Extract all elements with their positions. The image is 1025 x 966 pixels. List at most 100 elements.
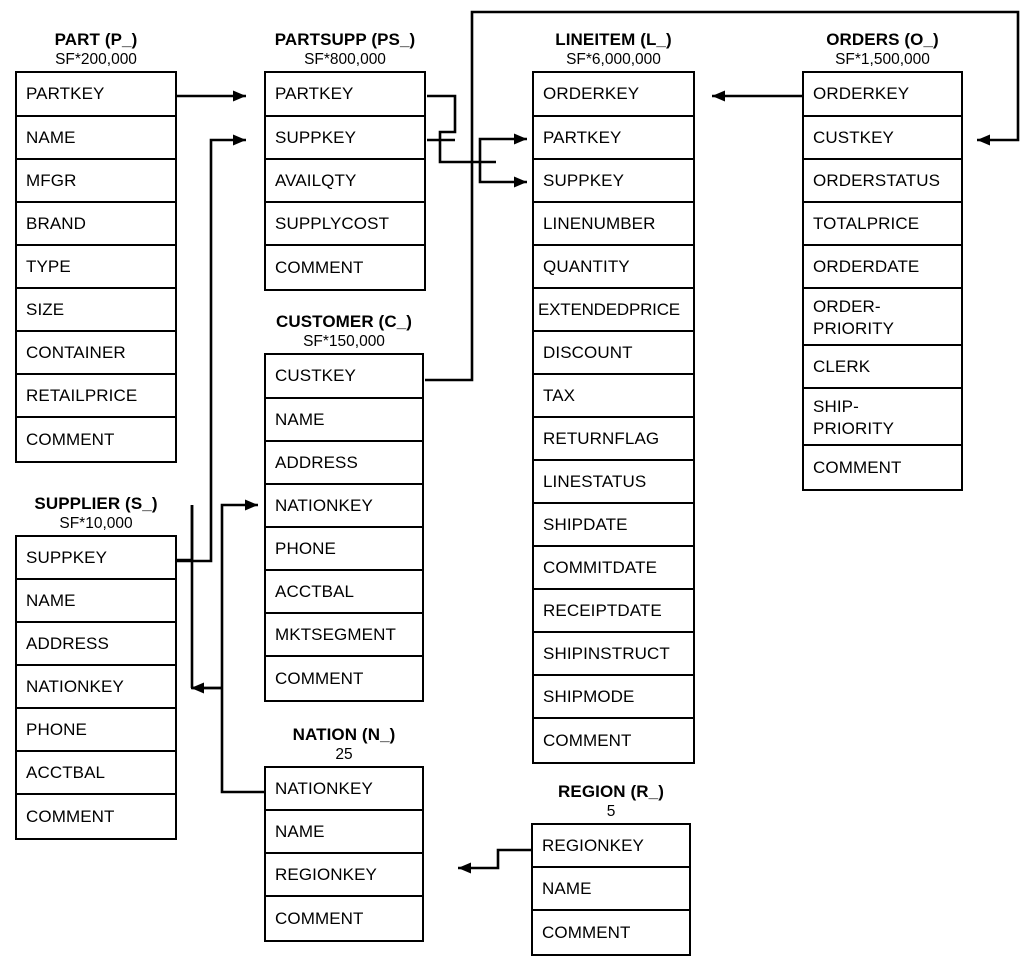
field-lineitem-quantity: QUANTITY <box>534 246 693 289</box>
entity-nation-box: NATIONKEY NAME REGIONKEY COMMENT <box>264 766 424 942</box>
field-customer-acctbal: ACCTBAL <box>266 571 422 614</box>
entity-orders: ORDERS (O_) SF*1,500,000 ORDERKEY CUSTKE… <box>802 30 963 491</box>
field-orders-orderkey: ORDERKEY <box>804 73 961 117</box>
entity-nation-title: NATION (N_) <box>292 725 396 744</box>
field-orders-orderpriority-line2: PRIORITY <box>813 319 895 338</box>
field-lineitem-partkey: PARTKEY <box>534 117 693 160</box>
field-lineitem-commitdate: COMMITDATE <box>534 547 693 590</box>
field-part-type: TYPE <box>17 246 175 289</box>
field-lineitem-receiptdate: RECEIPTDATE <box>534 590 693 633</box>
entity-partsupp-box: PARTKEY SUPPKEY AVAILQTY SUPPLYCOST COMM… <box>264 71 426 291</box>
entity-lineitem-cardinality: SF*6,000,000 <box>566 51 661 68</box>
field-lineitem-returnflag: RETURNFLAG <box>534 418 693 461</box>
field-nation-nationkey: NATIONKEY <box>266 768 422 811</box>
field-partsupp-comment: COMMENT <box>266 246 424 289</box>
field-part-name: NAME <box>17 117 175 160</box>
field-orders-custkey: CUSTKEY <box>804 117 961 160</box>
field-part-brand: BRAND <box>17 203 175 246</box>
field-lineitem-discount: DISCOUNT <box>534 332 693 375</box>
field-orders-shippriority: SHIP- PRIORITY <box>804 389 961 446</box>
entity-supplier-box: SUPPKEY NAME ADDRESS NATIONKEY PHONE ACC… <box>15 535 177 840</box>
field-lineitem-comment: COMMENT <box>534 719 693 762</box>
entity-part-title: PART (P_) <box>54 30 138 49</box>
entity-orders-cardinality: SF*1,500,000 <box>835 51 930 68</box>
field-partsupp-partkey: PARTKEY <box>266 73 424 117</box>
entity-region-box: REGIONKEY NAME COMMENT <box>531 823 691 956</box>
entity-part-box: PARTKEY NAME MFGR BRAND TYPE SIZE CONTAI… <box>15 71 177 463</box>
field-orders-orderpriority-line1: ORDER- <box>813 297 881 316</box>
field-lineitem-tax: TAX <box>534 375 693 418</box>
field-part-retailprice: RETAILPRICE <box>17 375 175 418</box>
field-nation-name: NAME <box>266 811 422 854</box>
field-customer-comment: COMMENT <box>266 657 422 700</box>
field-orders-orderdate: ORDERDATE <box>804 246 961 289</box>
connector-partsupp-lineitem-suppkey <box>478 162 527 188</box>
entity-region: REGION (R_) 5 REGIONKEY NAME COMMENT <box>531 782 691 956</box>
field-lineitem-shipinstruct: SHIPINSTRUCT <box>534 633 693 676</box>
field-customer-mktsegment: MKTSEGMENT <box>266 614 422 657</box>
field-supplier-acctbal: ACCTBAL <box>17 752 175 795</box>
field-orders-shippriority-line1: SHIP- <box>813 397 859 416</box>
field-orders-clerk: CLERK <box>804 346 961 389</box>
entity-partsupp-cardinality: SF*800,000 <box>304 51 386 68</box>
field-supplier-suppkey: SUPPKEY <box>17 537 175 580</box>
field-customer-name: NAME <box>266 399 422 442</box>
entity-partsupp: PARTSUPP (PS_) SF*800,000 PARTKEY SUPPKE… <box>264 30 426 291</box>
entity-part-cardinality: SF*200,000 <box>55 51 137 68</box>
field-supplier-nationkey: NATIONKEY <box>17 666 175 709</box>
entity-region-cardinality: 5 <box>606 803 616 820</box>
entity-region-title: REGION (R_) <box>558 782 664 801</box>
field-lineitem-shipdate: SHIPDATE <box>534 504 693 547</box>
field-part-mfgr: MFGR <box>17 160 175 203</box>
entity-orders-box: ORDERKEY CUSTKEY ORDERSTATUS TOTALPRICE … <box>802 71 963 491</box>
entity-lineitem-box: ORDERKEY PARTKEY SUPPKEY LINENUMBER QUAN… <box>532 71 695 764</box>
field-customer-phone: PHONE <box>266 528 422 571</box>
field-part-container: CONTAINER <box>17 332 175 375</box>
field-lineitem-orderkey: ORDERKEY <box>534 73 693 117</box>
field-orders-totalprice: TOTALPRICE <box>804 203 961 246</box>
field-supplier-name: NAME <box>17 580 175 623</box>
field-customer-custkey: CUSTKEY <box>266 355 422 399</box>
field-lineitem-shipmode: SHIPMODE <box>534 676 693 719</box>
entity-lineitem-title: LINEITEM (L_) <box>555 30 672 49</box>
field-lineitem-linenumber: LINENUMBER <box>534 203 693 246</box>
connector-region-nation <box>458 848 531 874</box>
entity-partsupp-title: PARTSUPP (PS_) <box>274 30 416 49</box>
field-orders-orderpriority: ORDER- PRIORITY <box>804 289 961 346</box>
field-customer-address: ADDRESS <box>266 442 422 485</box>
field-customer-nationkey: NATIONKEY <box>266 485 422 528</box>
entity-nation: NATION (N_) 25 NATIONKEY NAME REGIONKEY … <box>264 725 424 942</box>
entity-supplier-cardinality: SF*10,000 <box>59 515 133 532</box>
field-partsupp-availqty: AVAILQTY <box>266 160 424 203</box>
entity-customer-title: CUSTOMER (C_) <box>275 312 413 331</box>
field-supplier-phone: PHONE <box>17 709 175 752</box>
entity-supplier-title: SUPPLIER (S_) <box>34 494 158 513</box>
field-supplier-comment: COMMENT <box>17 795 175 838</box>
field-nation-regionkey: REGIONKEY <box>266 854 422 897</box>
entity-customer-box: CUSTKEY NAME ADDRESS NATIONKEY PHONE ACC… <box>264 353 424 702</box>
connector-nation-supplier-tail <box>177 505 194 562</box>
field-nation-comment: COMMENT <box>266 897 422 940</box>
entity-nation-cardinality: 25 <box>335 746 353 763</box>
entity-customer: CUSTOMER (C_) SF*150,000 CUSTKEY NAME AD… <box>264 312 424 702</box>
field-lineitem-linestatus: LINESTATUS <box>534 461 693 504</box>
field-part-partkey: PARTKEY <box>17 73 175 117</box>
connector-nation-customer <box>220 499 264 794</box>
field-supplier-address: ADDRESS <box>17 623 175 666</box>
connector-supplier-partsupp <box>177 134 246 563</box>
entity-customer-cardinality: SF*150,000 <box>303 333 385 350</box>
field-orders-comment: COMMENT <box>804 446 961 489</box>
field-part-comment: COMMENT <box>17 418 175 461</box>
field-lineitem-extendedprice: EXTENDEDPRICE <box>534 289 693 332</box>
field-region-regionkey: REGIONKEY <box>533 825 689 868</box>
field-part-size: SIZE <box>17 289 175 332</box>
entity-supplier: SUPPLIER (S_) SF*10,000 SUPPKEY NAME ADD… <box>15 494 177 840</box>
connector-partsupp-lineitem-trunk <box>427 94 496 164</box>
field-region-comment: COMMENT <box>533 911 689 954</box>
field-orders-orderstatus: ORDERSTATUS <box>804 160 961 203</box>
field-lineitem-suppkey: SUPPKEY <box>534 160 693 203</box>
field-partsupp-supplycost: SUPPLYCOST <box>266 203 424 246</box>
field-partsupp-suppkey: SUPPKEY <box>266 117 424 160</box>
entity-lineitem: LINEITEM (L_) SF*6,000,000 ORDERKEY PART… <box>532 30 695 764</box>
